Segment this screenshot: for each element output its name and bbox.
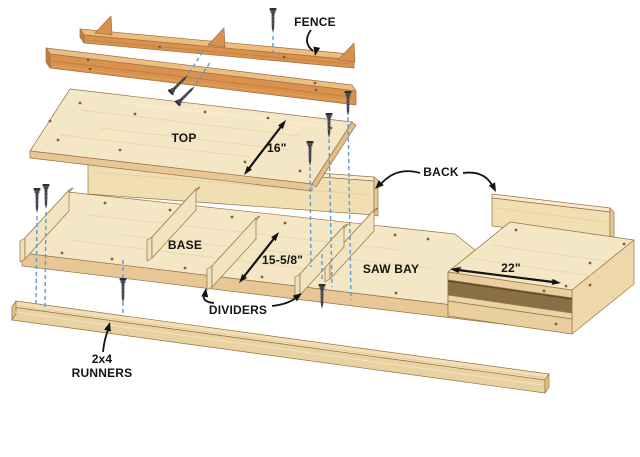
dividers-label: DIVIDERS xyxy=(209,303,267,317)
screw xyxy=(33,187,41,214)
saw-bay-label: SAW BAY xyxy=(363,262,419,276)
divider-1 xyxy=(146,186,201,262)
screw xyxy=(42,183,50,210)
runners-label-line1: 2x4 xyxy=(92,352,113,366)
alignment-guides xyxy=(35,36,352,316)
divider-3 xyxy=(294,223,349,299)
label-top: TOP xyxy=(171,131,196,145)
divider-2 xyxy=(206,215,261,291)
label-runners: 2x4 RUNNERS xyxy=(72,322,133,380)
label-saw-bay: SAW BAY xyxy=(363,262,419,276)
fence-gusset xyxy=(207,27,226,48)
dimension-label: 22" xyxy=(501,261,521,275)
dimension-top-depth: 16" xyxy=(244,120,287,175)
saw-bay-platform xyxy=(447,221,635,335)
dimension-saw-bay-width: 22" xyxy=(450,261,561,285)
fence-gusset xyxy=(337,42,356,63)
label-dividers: DIVIDERS xyxy=(201,288,302,317)
dimension-label: 16" xyxy=(267,141,287,155)
runner-board xyxy=(11,300,550,394)
label-fence: FENCE xyxy=(294,15,336,56)
base-deck xyxy=(21,191,561,332)
label-base: BASE xyxy=(168,238,202,252)
platform-grain xyxy=(467,244,607,277)
screw xyxy=(269,7,277,34)
fence-front-board xyxy=(45,47,357,106)
top-label: TOP xyxy=(171,131,196,145)
screw xyxy=(119,277,127,304)
fence-gusset xyxy=(94,15,113,36)
dimension-divider-spacing: 15-5/8" xyxy=(239,232,303,283)
fence-rail xyxy=(79,15,356,69)
top-panel-grain xyxy=(59,101,331,158)
dimension-label: 15-5/8" xyxy=(262,253,303,267)
runners-label-line2: RUNNERS xyxy=(72,366,133,380)
top-panel xyxy=(29,88,357,192)
back-label: BACK xyxy=(423,165,459,179)
base-label: BASE xyxy=(168,238,202,252)
fence-label: FENCE xyxy=(294,15,336,29)
label-back: BACK xyxy=(375,165,496,192)
